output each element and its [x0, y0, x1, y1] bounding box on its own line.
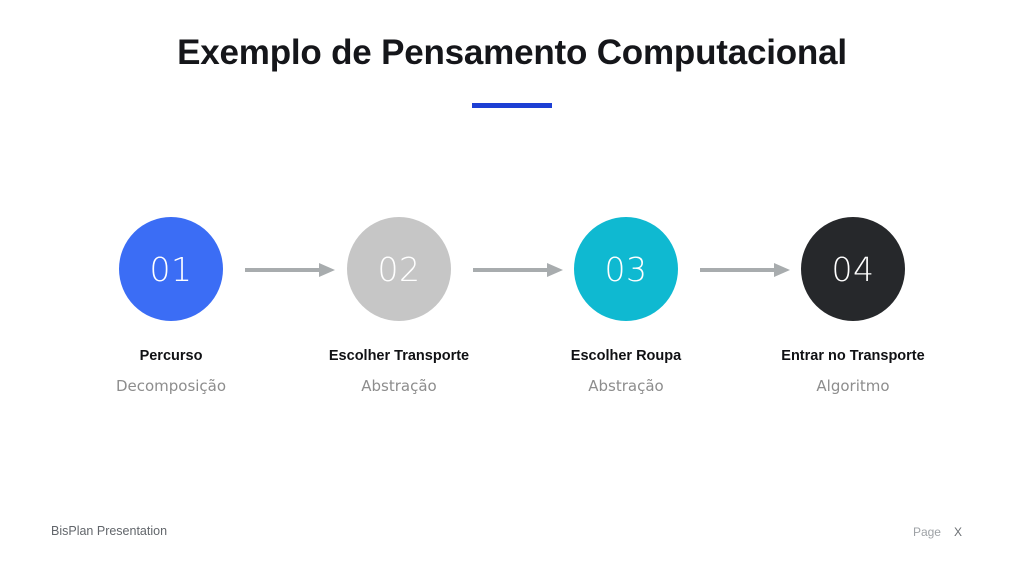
process-steps: 01 Percurso Decomposição 02 Escolher Tra… [0, 217, 1024, 417]
step-number-4: 04 [831, 249, 875, 289]
step-circle-1[interactable]: 01 [119, 217, 223, 321]
title-block: Exemplo de Pensamento Computacional [0, 32, 1024, 109]
step-number-2: 02 [377, 249, 421, 289]
footer-pagination: Page X [913, 525, 962, 539]
page-title: Exemplo de Pensamento Computacional [177, 33, 847, 72]
footer-brand: BisPlan Presentation [51, 524, 168, 538]
step-item-3[interactable]: 03 Escolher Roupa Abstração [512, 217, 740, 395]
step-number-3: 03 [604, 249, 648, 289]
title-accent-rule [472, 103, 552, 109]
step-circle-3[interactable]: 03 [574, 217, 678, 321]
step-subtitle-1: Decomposição [115, 377, 227, 396]
step-circle-4[interactable]: 04 [801, 217, 905, 321]
arrow-step-2-to-3 [473, 262, 563, 278]
arrow-step-1-to-2 [245, 262, 335, 278]
step-title-3: Escolher Roupa [570, 348, 682, 364]
step-title-2: Escolher Transporte [328, 348, 470, 364]
step-circle-2[interactable]: 02 [347, 217, 451, 321]
step-subtitle-2: Abstração [361, 377, 437, 396]
step-title-4: Entrar no Transporte [781, 348, 925, 364]
step-item-2[interactable]: 02 Escolher Transporte Abstração [285, 217, 513, 395]
page-number: X [953, 525, 962, 539]
arrow-step-3-to-4 [700, 262, 790, 278]
page-label: Page [912, 525, 941, 539]
step-item-1[interactable]: 01 Percurso Decomposição [57, 217, 285, 395]
step-item-4[interactable]: 04 Entrar no Transporte Algoritmo [739, 217, 967, 395]
step-title-1: Percurso [139, 348, 203, 364]
step-subtitle-4: Algoritmo [816, 377, 890, 396]
step-subtitle-3: Abstração [588, 377, 664, 396]
step-number-1: 01 [149, 249, 193, 289]
